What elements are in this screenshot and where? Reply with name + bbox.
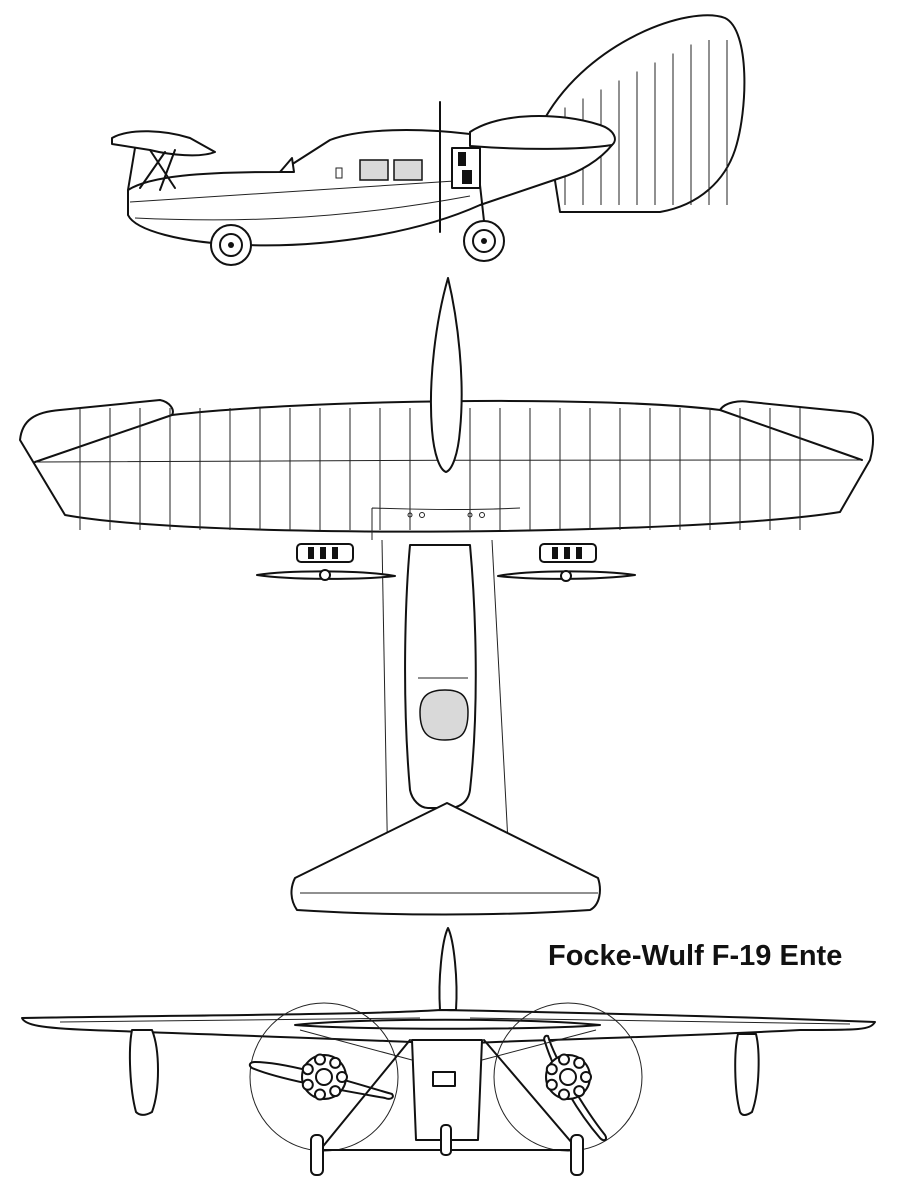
front-wheel-right xyxy=(570,1134,584,1176)
engine-cylinder xyxy=(329,1085,342,1098)
front-wheel-center xyxy=(440,1124,452,1156)
front-fin xyxy=(438,927,458,1011)
engine-cylinder xyxy=(580,1071,592,1083)
top-view xyxy=(19,277,875,916)
front-tipfin-left xyxy=(128,1029,159,1116)
engine-cylinder xyxy=(336,1071,348,1083)
top-cockpit-window xyxy=(419,689,469,741)
engine-cylinder xyxy=(545,1063,558,1076)
side-view xyxy=(111,14,746,266)
top-engine-left xyxy=(256,543,396,581)
front-fuselage xyxy=(411,1039,483,1141)
engine-cylinder xyxy=(545,1078,558,1091)
side-dorsal-fin xyxy=(279,157,295,173)
engine-cylinder xyxy=(558,1053,570,1066)
side-window-2 xyxy=(393,159,423,181)
top-horizontal-tail xyxy=(290,802,601,916)
side-door-marker xyxy=(335,167,343,179)
engine-cylinder xyxy=(301,1063,314,1076)
top-engine-right xyxy=(497,543,636,582)
front-wheel-left xyxy=(310,1134,324,1176)
engine-cylinder xyxy=(314,1053,326,1066)
front-tipfin-right xyxy=(734,1033,760,1116)
side-tail-fin xyxy=(544,14,746,213)
engine-cylinder xyxy=(573,1085,586,1098)
side-main-gear xyxy=(463,184,505,262)
engine-cylinder xyxy=(314,1088,326,1101)
drawing-title: Focke-Wulf F-19 Ente xyxy=(548,940,843,972)
top-canard-spike xyxy=(429,277,463,473)
front-view xyxy=(21,927,876,1176)
engine-cylinder xyxy=(573,1056,586,1069)
side-canard xyxy=(111,130,216,191)
front-canard xyxy=(294,1018,601,1030)
top-fuselage xyxy=(404,544,477,809)
side-nose-gear xyxy=(210,224,252,266)
side-window-1 xyxy=(359,159,389,181)
engine-cylinder xyxy=(301,1078,314,1091)
side-engine-nacelle xyxy=(469,115,616,150)
engine-cylinder xyxy=(558,1088,570,1101)
engine-cylinder xyxy=(329,1056,342,1069)
